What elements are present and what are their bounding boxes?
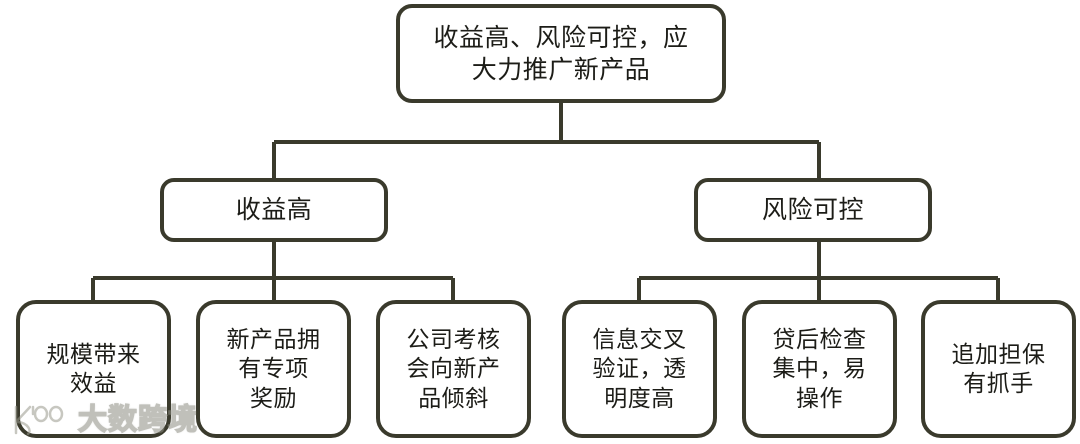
node-root-label: 收益高、风险可控，应 大力推广新产品 bbox=[433, 23, 689, 84]
node-leaf-4-label: 贷后检查 集中，易 操作 bbox=[772, 325, 867, 411]
node-leaf-scale-benefit[interactable]: 规模带来 效益 bbox=[16, 300, 171, 438]
node-leaf-special-incentive[interactable]: 新产品拥 有专项 奖励 bbox=[196, 300, 351, 438]
node-leaf-0-label: 规模带来 效益 bbox=[46, 340, 141, 396]
node-leaf-assessment-favor[interactable]: 公司考核 会向新产 品倾斜 bbox=[376, 300, 531, 438]
node-branch-1-label: 风险可控 bbox=[761, 196, 864, 224]
node-leaf-postloan-inspection[interactable]: 贷后检查 集中，易 操作 bbox=[742, 300, 897, 438]
node-leaf-2-label: 公司考核 会向新产 品倾斜 bbox=[406, 325, 501, 411]
node-leaf-additional-guarantee[interactable]: 追加担保 有抓手 bbox=[921, 300, 1076, 438]
node-leaf-5-label: 追加担保 有抓手 bbox=[951, 340, 1046, 396]
node-leaf-1-label: 新产品拥 有专项 奖励 bbox=[226, 325, 321, 411]
node-leaf-3-label: 信息交叉 验证，透 明度高 bbox=[592, 325, 687, 411]
node-branch-high-return[interactable]: 收益高 bbox=[160, 178, 388, 242]
node-branch-0-label: 收益高 bbox=[235, 196, 313, 224]
node-leaf-cross-verification[interactable]: 信息交叉 验证，透 明度高 bbox=[562, 300, 717, 438]
node-branch-risk-controllable[interactable]: 风险可控 bbox=[694, 178, 932, 242]
node-root[interactable]: 收益高、风险可控，应 大力推广新产品 bbox=[396, 4, 726, 103]
